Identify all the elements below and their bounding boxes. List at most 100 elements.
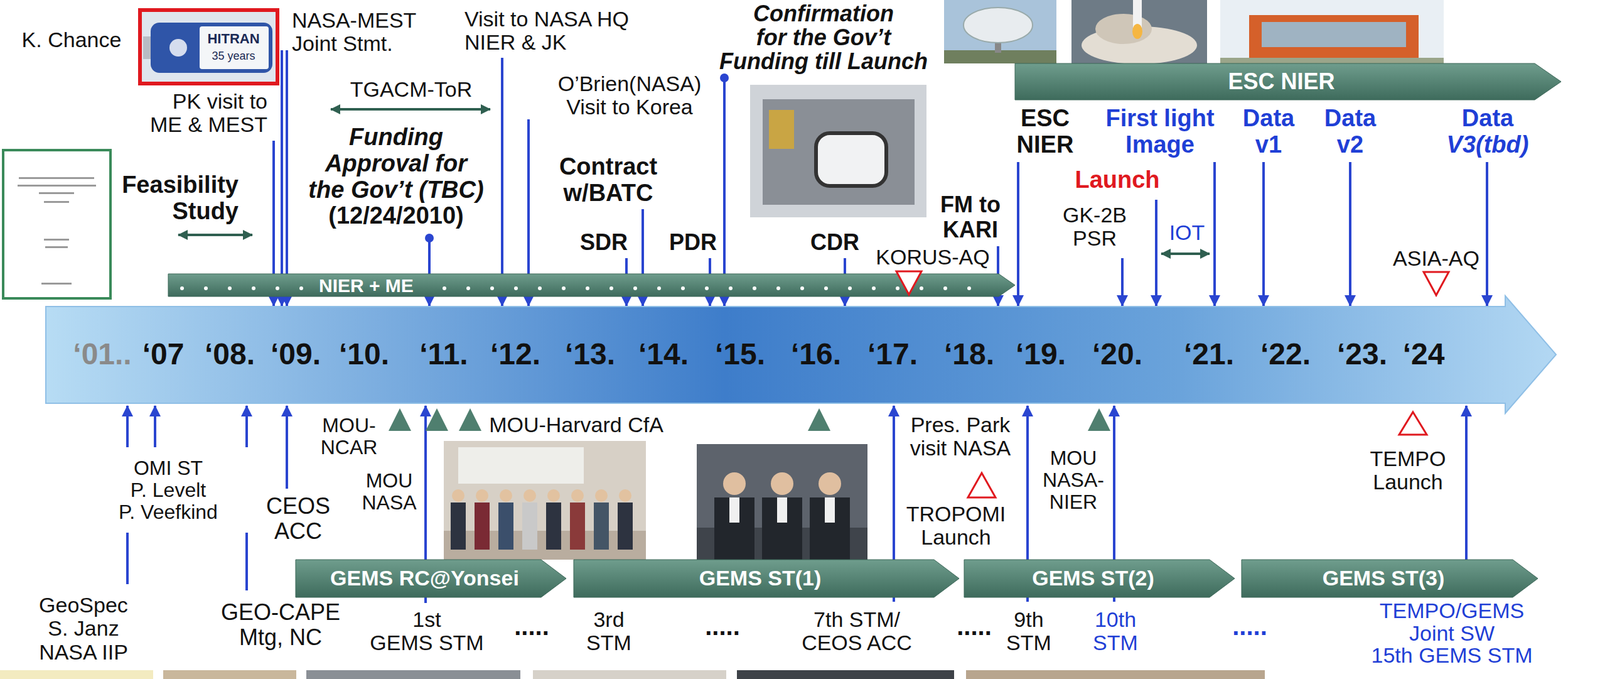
leader-line xyxy=(245,532,248,591)
instrument-window xyxy=(816,133,887,186)
text-line: Image xyxy=(1105,131,1214,159)
person-head xyxy=(523,488,537,502)
text-line: GEO-CAPE xyxy=(220,599,341,625)
timeline-label: CDR xyxy=(810,229,860,255)
year-label: ‘11. xyxy=(419,337,468,371)
timeline-label: KORUS-AQ xyxy=(875,245,990,269)
band-arrow: GEMS ST(2) xyxy=(964,559,1235,597)
text-line: 10th xyxy=(1092,607,1139,631)
text-line: Mtg, NC xyxy=(220,624,341,650)
text-line: Funding till Launch xyxy=(719,49,928,74)
text-line: 35 years xyxy=(211,50,255,63)
text-line: GK-2B xyxy=(1062,203,1127,227)
year-label: ‘20. xyxy=(1092,337,1143,371)
text-line: NASA IIP xyxy=(38,640,129,664)
timeline-label: TEMPO Launch xyxy=(1370,446,1447,494)
campaign-marker xyxy=(1423,271,1449,296)
timeline-label: Pres. Park visit NASA xyxy=(910,413,1012,461)
timeline-label: TEMPO/GEMS Joint SW 15th GEMS STM xyxy=(1371,599,1533,667)
band-dot xyxy=(633,286,638,290)
building-glass xyxy=(1261,21,1407,48)
person xyxy=(809,497,850,560)
leader-arrow xyxy=(1348,161,1352,306)
person-head xyxy=(595,488,608,502)
timeline-label: 3rd STM xyxy=(586,607,632,655)
period-arrow xyxy=(178,233,253,237)
text-line: Joint Stmt. xyxy=(291,32,417,56)
timeline-label: Data v2 xyxy=(1324,105,1376,159)
band-dot xyxy=(537,286,542,290)
timeline-label: HITRAN xyxy=(207,31,260,47)
mou-marker xyxy=(1087,408,1111,431)
text-line: ..... xyxy=(704,612,741,640)
photo-ground xyxy=(1220,57,1444,64)
timeline-label: ..... xyxy=(956,612,992,640)
person-head xyxy=(618,488,632,502)
building-photo xyxy=(1220,0,1444,64)
leader-arrow xyxy=(245,405,248,447)
mou-marker xyxy=(807,408,831,431)
text-line: SDR xyxy=(579,229,628,255)
group-photo xyxy=(443,440,646,560)
leader-arrow xyxy=(1485,161,1489,306)
text-line: (12/24/2010) xyxy=(308,202,484,230)
report-line xyxy=(38,192,75,194)
text-line: MOU-Harvard CfA xyxy=(488,413,664,437)
person-head xyxy=(770,472,794,495)
band-dot xyxy=(704,286,709,290)
band-dot xyxy=(275,286,280,290)
timeline-label: MOU-Harvard CfA xyxy=(488,413,664,437)
band-dot xyxy=(657,286,661,290)
leader-arrow xyxy=(280,50,284,306)
text-line: Launch xyxy=(1370,470,1447,494)
photo-board xyxy=(458,446,584,484)
text-line: ..... xyxy=(514,612,550,640)
year-label: ‘12. xyxy=(490,337,541,371)
text-line: Visit to Korea xyxy=(558,95,702,119)
text-line: v1 xyxy=(1242,131,1295,159)
text-line: NIER xyxy=(1016,131,1074,159)
timeline-label: O’Brien(NASA) Visit to Korea xyxy=(558,72,702,120)
band-dot xyxy=(204,286,208,290)
photo-strip xyxy=(736,669,955,679)
person xyxy=(546,502,562,550)
person-head xyxy=(475,488,489,502)
band-dot xyxy=(585,286,590,290)
band-label: GEMS ST(2) xyxy=(1031,566,1155,590)
text-line: Launch xyxy=(906,525,1007,549)
text-line: CEOS ACC xyxy=(801,630,913,655)
timeline-label: GEO-CAPE Mtg, NC xyxy=(220,599,341,650)
person xyxy=(569,502,586,550)
antenna-dish xyxy=(963,7,1033,43)
person-head xyxy=(723,472,746,495)
band-arrow: NIER + ME xyxy=(168,273,1015,297)
text-line: PSR xyxy=(1062,226,1127,250)
person-shirt xyxy=(777,497,788,523)
text-line: MOU xyxy=(361,469,417,492)
band-dot xyxy=(848,286,852,290)
text-line: Visit to NASA HQ xyxy=(464,7,629,31)
text-line: 1st xyxy=(369,607,484,631)
photo-strip xyxy=(0,669,154,679)
text-line: TROPOMI xyxy=(906,502,1007,526)
text-line: KARI xyxy=(940,217,1001,243)
launch-smoke xyxy=(1095,13,1152,44)
rocket-flame xyxy=(1132,23,1143,39)
band-body xyxy=(168,273,1015,297)
timeline-label: 9th STM xyxy=(1006,607,1052,655)
text-line: Data xyxy=(1242,105,1295,132)
text-line: ACC xyxy=(266,518,331,544)
person-head xyxy=(571,488,584,502)
band-dot xyxy=(895,286,900,290)
text-line: STM xyxy=(1006,630,1052,655)
timeline-label: PK visit to ME & MEST xyxy=(150,89,268,137)
timeline-label: NASA-MEST Joint Stmt. xyxy=(291,8,417,56)
text-line: the Gov’t (TBC) xyxy=(308,177,484,204)
rocket xyxy=(1132,0,1142,28)
band-arrow: ESC NIER xyxy=(1014,63,1562,100)
text-line: IOT xyxy=(1169,220,1206,245)
instrument-body xyxy=(762,99,915,205)
timeline-label: Feasibility Study xyxy=(121,171,239,225)
band-dot xyxy=(919,286,924,290)
band-dot xyxy=(442,286,447,290)
